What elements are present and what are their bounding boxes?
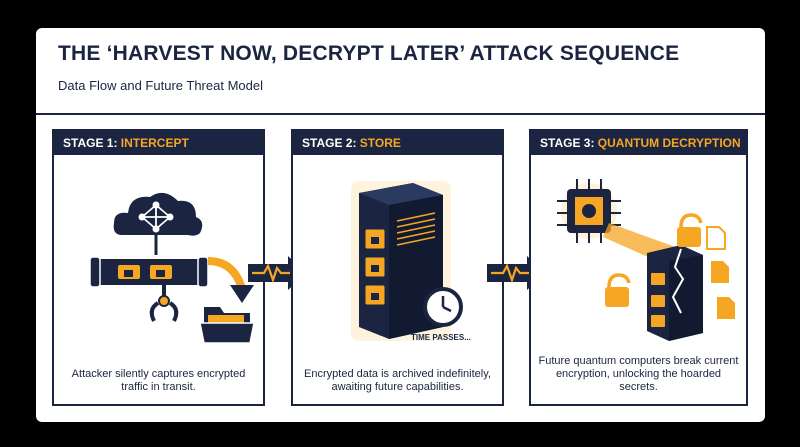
infographic-card: THE ‘HARVEST NOW, DECRYPT LATER’ ATTACK … (36, 28, 765, 422)
grabber-claw-icon (149, 285, 179, 322)
stage-label: STAGE 2: (302, 136, 360, 150)
stage-name: QUANTUM DECRYPTION (597, 136, 741, 150)
time-passes-label: TIME PASSES... (411, 333, 471, 342)
pipe-icon (89, 256, 254, 303)
stage-intercept-header: STAGE 1: INTERCEPT (54, 131, 263, 155)
cloud-network-icon (113, 192, 203, 255)
stage-quantum-header: STAGE 3: QUANTUM DECRYPTION (531, 131, 746, 155)
stage-intercept-panel: STAGE 1: INTERCEPT (52, 129, 265, 406)
stage-store-panel: STAGE 2: STORE (291, 129, 504, 406)
store-illustration: TIME PASSES... (351, 181, 471, 342)
clock-icon (423, 287, 463, 327)
stage-intercept-description: Attacker silently captures encrypted tra… (71, 368, 246, 393)
title-divider (36, 113, 765, 115)
unlocked-padlock-icon (605, 213, 703, 307)
stage-quantum-panel: STAGE 3: QUANTUM DECRYPTION (529, 129, 748, 406)
quantum-chip-icon (557, 179, 621, 243)
stage-store-description: Encrypted data is archived indefinitely,… (304, 368, 491, 393)
quantum-illustration (557, 179, 735, 341)
stage-label: STAGE 1: (63, 136, 121, 150)
intercept-illustration (89, 192, 255, 344)
folder-icon (199, 307, 255, 344)
stage-quantum-description: Future quantum computers break current e… (538, 355, 739, 393)
document-icon (706, 226, 735, 319)
stage-store-header: STAGE 2: STORE (293, 131, 502, 155)
page-subtitle: Data Flow and Future Threat Model (58, 78, 263, 93)
stage-name: INTERCEPT (120, 136, 189, 150)
stage-label: STAGE 3: (540, 136, 598, 150)
stage-name: STORE (359, 136, 401, 150)
page-title: THE ‘HARVEST NOW, DECRYPT LATER’ ATTACK … (58, 42, 680, 65)
broken-server-icon (647, 245, 703, 341)
